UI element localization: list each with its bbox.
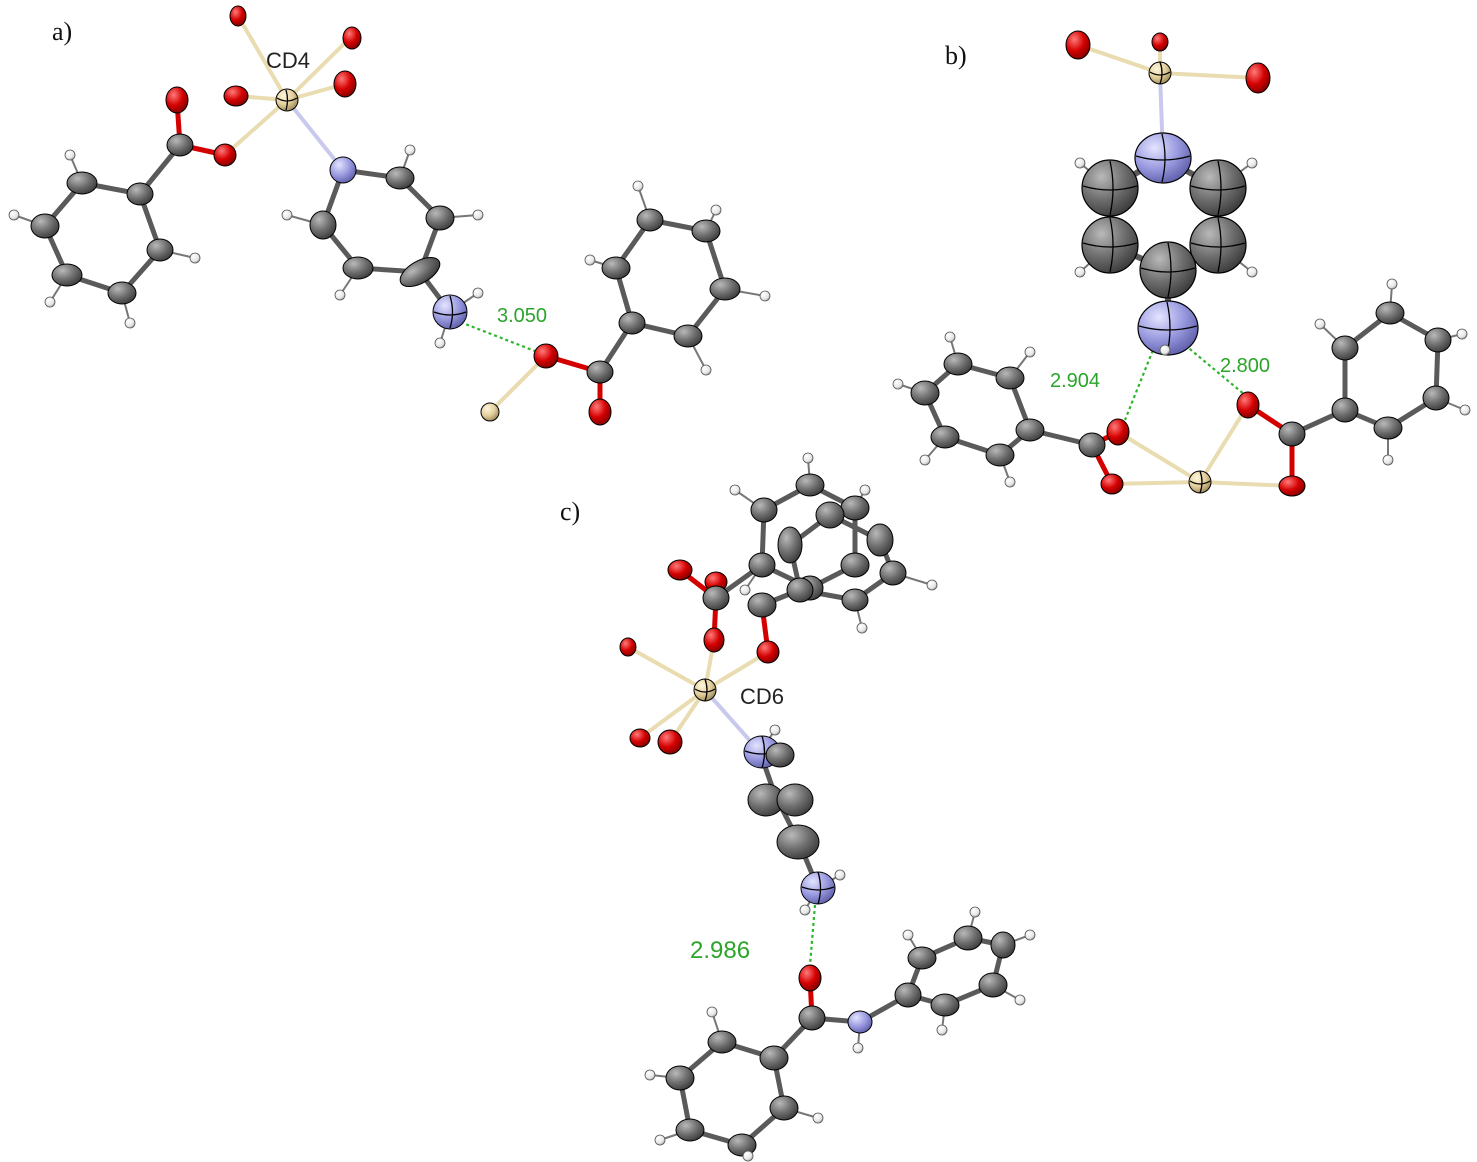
panel-b: b) — [892, 30, 1471, 497]
panel-b-metal — [1188, 470, 1212, 494]
panel-b-ring-n — [1134, 132, 1192, 184]
panel-b-distance-left: 2.904 — [1050, 370, 1100, 392]
panel-a-label: a) — [52, 17, 72, 46]
panel-c-label: c) — [560, 497, 580, 526]
panel-b-top-metal — [1148, 61, 1172, 85]
panel-c-hbond — [808, 904, 817, 966]
panel-a-amine-n — [432, 294, 468, 330]
panel-c-metal-atom — [693, 678, 717, 702]
panel-c-atoms — [619, 452, 1036, 1162]
panel-a-metal-atom — [275, 88, 299, 112]
panel-a: a) — [8, 5, 771, 426]
panel-c-metal-label: CD6 — [740, 684, 784, 709]
panel-a-distance-label: 3.050 — [497, 305, 547, 327]
panel-c: c) — [560, 452, 1036, 1162]
panel-b-amine-n — [1137, 300, 1199, 356]
panel-b-label: b) — [945, 41, 967, 70]
panel-b-distance-right: 2.800 — [1220, 355, 1270, 377]
panel-b-atoms — [892, 30, 1471, 497]
panel-c-amine-n — [800, 871, 836, 905]
panel-a-atoms — [8, 5, 771, 426]
panel-b-hbond-left — [1123, 344, 1157, 421]
panel-c-distance-label: 2.986 — [690, 937, 750, 964]
panel-a-metal-label: CD4 — [266, 48, 310, 73]
panel-b-hbond-right — [1184, 344, 1246, 396]
